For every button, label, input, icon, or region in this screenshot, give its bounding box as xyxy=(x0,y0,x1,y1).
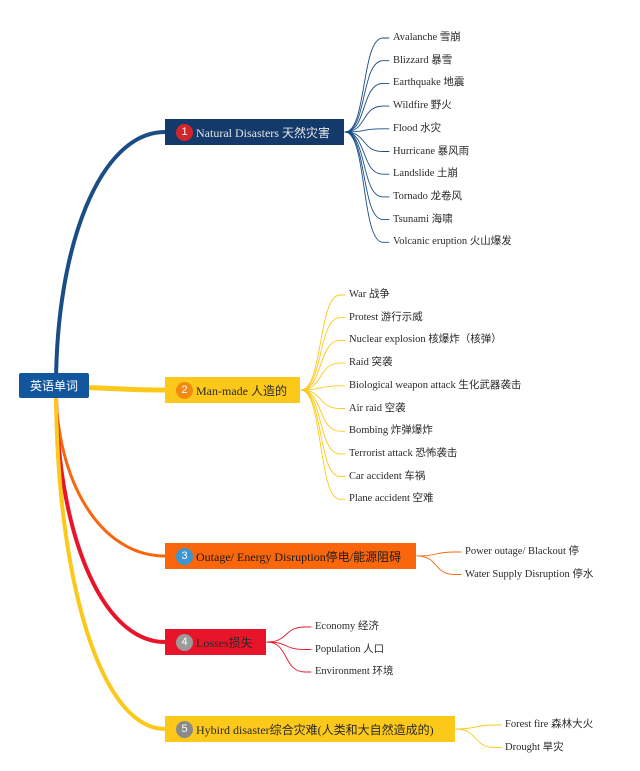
leaf-item[interactable]: Plane accident 空难 xyxy=(349,493,434,505)
leaf-item[interactable]: Nuclear explosion 核爆炸（核弹） xyxy=(349,334,502,346)
leaf-item[interactable]: Wildfire 野火 xyxy=(393,100,452,112)
leaf-connector xyxy=(300,389,346,500)
leaf-connector xyxy=(300,385,346,391)
leaf-connector xyxy=(300,389,346,478)
number-badge-1: 1 xyxy=(176,123,193,141)
branch-connector xyxy=(54,385,167,731)
number-badge-3: 3 xyxy=(176,547,193,565)
leaf-connector xyxy=(344,131,390,243)
root-label: 英语单词 xyxy=(29,379,78,393)
leaf-connector xyxy=(416,551,462,557)
leaf-connector xyxy=(300,294,346,391)
leaf-connector xyxy=(300,362,346,391)
leaf-connector xyxy=(300,389,346,432)
leaf-item[interactable]: Hurricane 暴风雨 xyxy=(393,145,470,157)
leaf-item[interactable]: Tornado 龙卷风 xyxy=(393,190,462,202)
number-badge-4: 4 xyxy=(176,633,193,651)
leaf-connector xyxy=(344,131,390,175)
leaf-item[interactable]: Air raid 空袭 xyxy=(349,402,406,414)
leaf-item[interactable]: Landslide 土崩 xyxy=(393,168,459,180)
leaf-item[interactable]: Protest 游行示威 xyxy=(349,311,423,323)
leaf-connector xyxy=(344,128,390,133)
leaf-item[interactable]: Power outage/ Blackout 停 xyxy=(465,546,580,557)
branch-losses[interactable]: 4 Losses损失 xyxy=(165,629,266,655)
leaf-connector xyxy=(455,724,502,730)
leaf-connector xyxy=(300,389,346,409)
leaf-item[interactable]: Raid 突袭 xyxy=(349,357,393,369)
leaf-connector xyxy=(344,105,390,133)
leaf-item[interactable]: Volcanic eruption 火山爆发 xyxy=(393,236,512,248)
leaf-connector xyxy=(344,82,390,133)
number-badge-5: 5 xyxy=(176,720,193,738)
leaf-item[interactable]: Car accident 车祸 xyxy=(349,470,426,482)
leaf-connector xyxy=(344,60,390,133)
branch-label: Natural Disasters 天然灾害 xyxy=(196,125,330,140)
number-badge-2: 2 xyxy=(176,381,193,399)
leaf-item[interactable]: Blizzard 暴雪 xyxy=(393,54,453,66)
leaf-item[interactable]: Economy 经济 xyxy=(315,621,379,632)
branch-connector xyxy=(54,130,167,389)
leaf-item[interactable]: Avalanche 雪崩 xyxy=(393,32,461,43)
leaf-item[interactable]: Flood 水灾 xyxy=(393,122,442,134)
leaf-item[interactable]: War 战争 xyxy=(349,289,390,300)
branch-label: Hybird disaster综合灾难(人类和大自然造成的) xyxy=(196,722,434,737)
leaf-item[interactable]: Terrorist attack 恐怖袭击 xyxy=(349,447,458,459)
leaf-connector xyxy=(416,555,462,575)
branch-label: Losses损失 xyxy=(196,635,253,650)
leaf-connector xyxy=(266,626,312,643)
leaf-item[interactable]: Earthquake 地震 xyxy=(393,77,465,89)
leaf-connector xyxy=(300,317,346,391)
branch-hybrid-disaster[interactable]: 5 Hybird disaster综合灾难(人类和大自然造成的) xyxy=(165,716,455,742)
branch-natural-disasters[interactable]: 1 Natural Disasters 天然灾害 xyxy=(165,119,344,145)
leaf-connector xyxy=(266,641,312,673)
leaf-connector xyxy=(266,641,312,650)
leaf-item[interactable]: Tsunami 海啸 xyxy=(393,213,453,225)
branch-label: Man-made 人造的 xyxy=(196,383,287,398)
branch-outage[interactable]: 3 Outage/ Energy Disruption停电/能源阻碍 xyxy=(165,543,416,569)
leaf-item[interactable]: Environment 环境 xyxy=(315,666,394,677)
branch-label: Outage/ Energy Disruption停电/能源阻碍 xyxy=(196,549,402,564)
leaf-connector xyxy=(344,131,390,152)
leaf-item[interactable]: Biological weapon attack 生化武器袭击 xyxy=(349,379,522,391)
leaf-connector xyxy=(344,37,390,133)
leaf-item[interactable]: Drought 旱灾 xyxy=(505,741,564,753)
branch-man-made[interactable]: 2 Man-made 人造的 xyxy=(165,377,300,403)
leaf-item[interactable]: Water Supply Disruption 停水 xyxy=(465,568,594,580)
root-node[interactable]: 英语单词 xyxy=(19,373,89,398)
leaf-item[interactable]: Population 人口 xyxy=(315,643,385,655)
leaf-item[interactable]: Bombing 炸弹爆炸 xyxy=(349,425,433,437)
branch-connector xyxy=(54,385,167,644)
leaf-connector xyxy=(300,339,346,391)
leaf-connector xyxy=(455,728,502,748)
leaf-item[interactable]: Forest fire 森林大火 xyxy=(505,719,594,730)
leaf-connector xyxy=(344,131,390,198)
